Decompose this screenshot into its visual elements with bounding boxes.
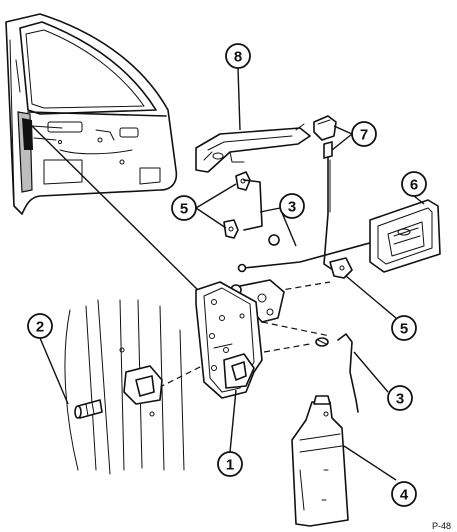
- door-panel: [5, 13, 178, 215]
- door-jamb: [64, 299, 185, 475]
- svg-text:3: 3: [288, 199, 296, 216]
- svg-text:1: 1: [226, 457, 234, 474]
- rod-end-left: [237, 263, 247, 273]
- inside-handle-rod: [243, 179, 263, 231]
- outside-handle: [369, 199, 441, 273]
- callout-1: 1: [217, 451, 243, 477]
- callout-3-lower: 3: [387, 385, 413, 411]
- svg-text:5: 5: [400, 321, 408, 338]
- svg-text:5: 5: [180, 201, 188, 218]
- svg-text:6: 6: [410, 177, 418, 194]
- rod-clip-right: [329, 257, 353, 279]
- callout-3-upper: 3: [279, 193, 305, 219]
- lock-screw: [315, 337, 329, 347]
- callout-5-upper: 5: [171, 195, 197, 221]
- svg-text:2: 2: [36, 319, 44, 336]
- striker-bolt: [74, 399, 103, 419]
- callout-8: 8: [225, 43, 251, 69]
- rod-bushing: [268, 234, 280, 246]
- lock-button: [313, 115, 337, 159]
- callout-7: 7: [351, 121, 377, 147]
- grease-container: [291, 395, 349, 527]
- svg-text:3: 3: [396, 391, 404, 408]
- door-latch-assembly: [195, 279, 285, 399]
- inside-handle: [195, 123, 311, 173]
- lock-button-rod: [323, 157, 337, 273]
- callout-5-lower: 5: [391, 315, 417, 341]
- rod-clip-upper: [235, 171, 251, 191]
- svg-text:4: 4: [400, 487, 409, 504]
- figure-reference-code: P-48: [432, 521, 451, 531]
- svg-text:8: 8: [234, 49, 242, 66]
- svg-text:7: 7: [360, 127, 368, 144]
- callout-2: 2: [27, 313, 53, 339]
- door-to-lock-line: [27, 121, 207, 299]
- rod-clip-lower: [223, 219, 239, 239]
- latch-rod: [337, 333, 359, 413]
- callout-4: 4: [391, 481, 417, 507]
- callout-6: 6: [401, 171, 427, 197]
